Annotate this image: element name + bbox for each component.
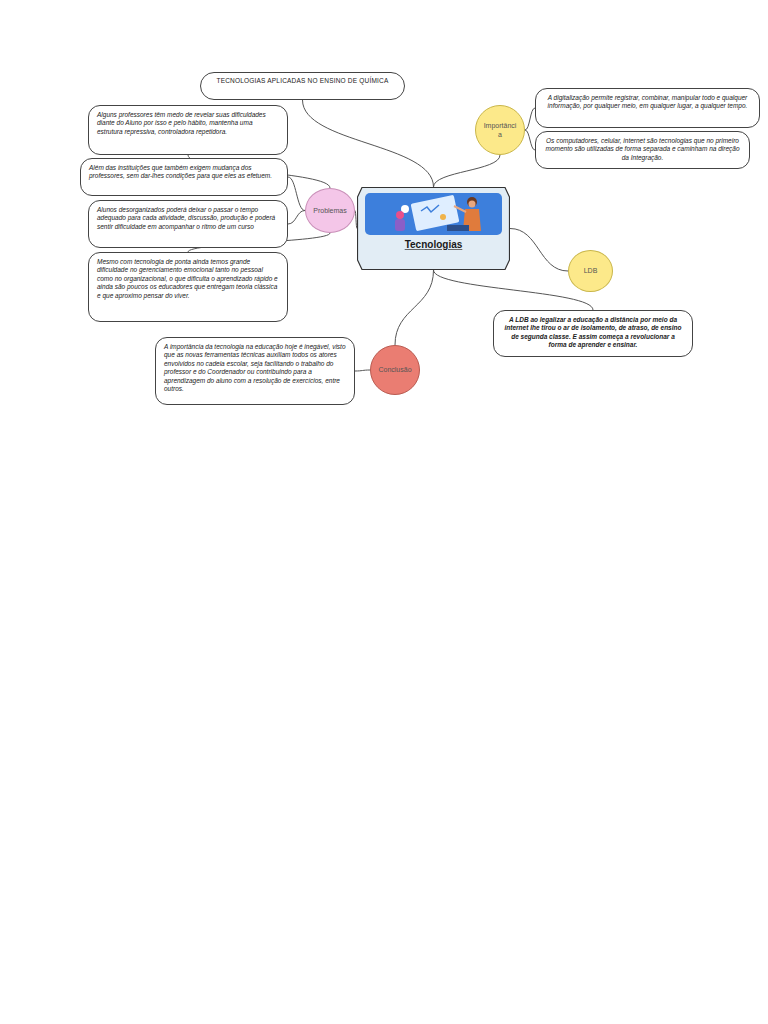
illustration-teacher-head: [469, 201, 476, 208]
illustration-desk: [447, 225, 469, 231]
branch-connector: [288, 177, 305, 211]
topic-circle: Problemas: [305, 188, 355, 233]
topic-label: Conclusão: [378, 365, 412, 374]
note-text: Além das instituições que também exigem …: [89, 164, 279, 181]
note-text: A digitalização permite registrar, combi…: [544, 94, 751, 111]
note-text: Os computadores, celular, internet são t…: [544, 137, 741, 162]
note-box: A digitalização permite registrar, combi…: [535, 88, 760, 128]
central-node: Tecnologias: [357, 187, 510, 270]
note-box: A LDB ao legalizar a educação a distânci…: [493, 310, 693, 357]
note-text: A importância da tecnologia na educação …: [164, 343, 346, 394]
note-text: Alunos desorganizados poderá deixar o pa…: [97, 206, 279, 231]
note-text: Mesmo com tecnologia de ponta ainda temo…: [97, 258, 279, 300]
title-box: TECNOLOGIAS APLICADAS NO ENSINO DE QUÍMI…: [200, 72, 405, 100]
illustration-teacher-hair: [467, 197, 477, 207]
teaching-illustration: [365, 193, 502, 235]
note-text: TECNOLOGIAS APLICADAS NO ENSINO DE QUÍMI…: [211, 77, 394, 85]
illustration-child-body: [395, 219, 405, 231]
note-text: A LDB ao legalizar a educação a distânci…: [502, 316, 684, 350]
topic-circle: LDB: [568, 250, 613, 292]
illustration-teacher-arm: [454, 206, 466, 212]
branch-connector: [395, 270, 434, 345]
topic-circle: Importância: [475, 105, 525, 155]
central-outline: [358, 188, 510, 270]
note-box: Além das instituições que também exigem …: [80, 158, 288, 196]
topic-circle: Conclusão: [370, 345, 420, 395]
topic-label: Problemas: [313, 206, 347, 215]
illustration-ground: [365, 193, 502, 235]
note-box: Alunos desorganizados poderá deixar o pa…: [88, 200, 288, 248]
branch-connector: [434, 155, 501, 187]
branch-connector: [525, 108, 535, 130]
branch-connector: [303, 100, 434, 187]
topic-label: LDB: [574, 266, 608, 275]
note-box: Alguns professores têm medo de revelar s…: [88, 105, 288, 155]
note-box: Os computadores, celular, internet são t…: [535, 131, 750, 169]
branch-connector: [288, 211, 305, 225]
branch-connector: [525, 130, 535, 150]
branch-connector: [355, 211, 357, 229]
illustration-chart: [421, 205, 439, 212]
branch-connector: [510, 229, 568, 272]
note-box: A importância da tecnologia na educação …: [155, 337, 355, 405]
note-box: Mesmo com tecnologia de ponta ainda temo…: [88, 252, 288, 322]
note-text: Alguns professores têm medo de revelar s…: [97, 111, 279, 136]
illustration-dot: [440, 214, 446, 220]
branch-connector: [355, 370, 370, 371]
topic-label: Importância: [483, 121, 517, 140]
central-label: Tecnologias: [357, 239, 510, 250]
illustration-child-head: [396, 211, 404, 219]
